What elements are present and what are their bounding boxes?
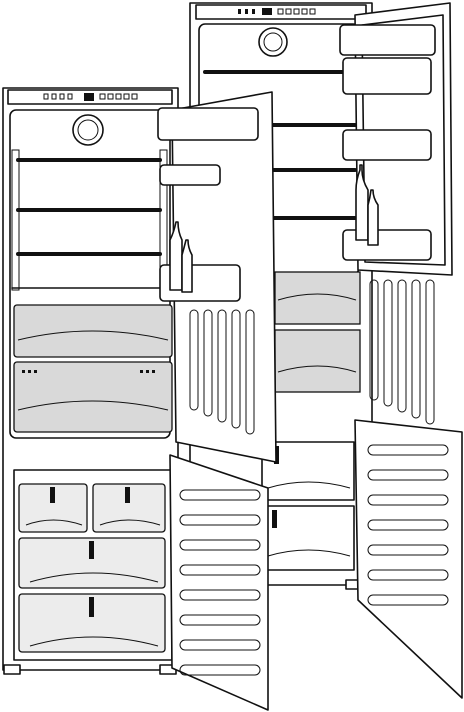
front-shelves <box>16 158 162 256</box>
front-freezer-drawer-left <box>18 483 88 533</box>
rear-door-ribs <box>369 279 435 425</box>
front-control-buttons <box>43 93 138 101</box>
front-door-shelf-1 <box>159 164 221 186</box>
rear-door-shelf-1 <box>342 57 432 95</box>
rear-drawer-lower <box>274 329 361 393</box>
rear-bottle-1 <box>355 164 369 241</box>
front-freezer-drawer-bottom <box>18 593 166 653</box>
front-door-ribs <box>189 309 255 435</box>
front-drawer-controls <box>22 370 155 373</box>
rear-freezer-door <box>354 419 463 699</box>
front-bottle-2 <box>181 239 193 293</box>
front-freezer-door-ribs <box>179 489 261 676</box>
front-freezer-door <box>169 454 269 711</box>
rear-bottle-2 <box>367 189 379 246</box>
rear-door-compartment <box>339 24 436 56</box>
front-light-icon <box>72 114 104 146</box>
rear-freezer-door-ribs <box>367 444 449 606</box>
front-fresh-drawer-2 <box>13 361 173 433</box>
rear-door-shelf-2 <box>342 129 432 161</box>
front-refrigerator <box>2 87 277 711</box>
front-freezer-drawer-right <box>92 483 166 533</box>
front-foot-left <box>3 664 21 675</box>
rear-drawer-upper <box>274 271 361 325</box>
rear-control-panel <box>195 4 367 20</box>
front-bottle-1 <box>169 221 183 291</box>
front-door-compartment <box>157 107 259 141</box>
rear-control-buttons <box>238 8 316 15</box>
rear-light-icon <box>258 27 288 57</box>
